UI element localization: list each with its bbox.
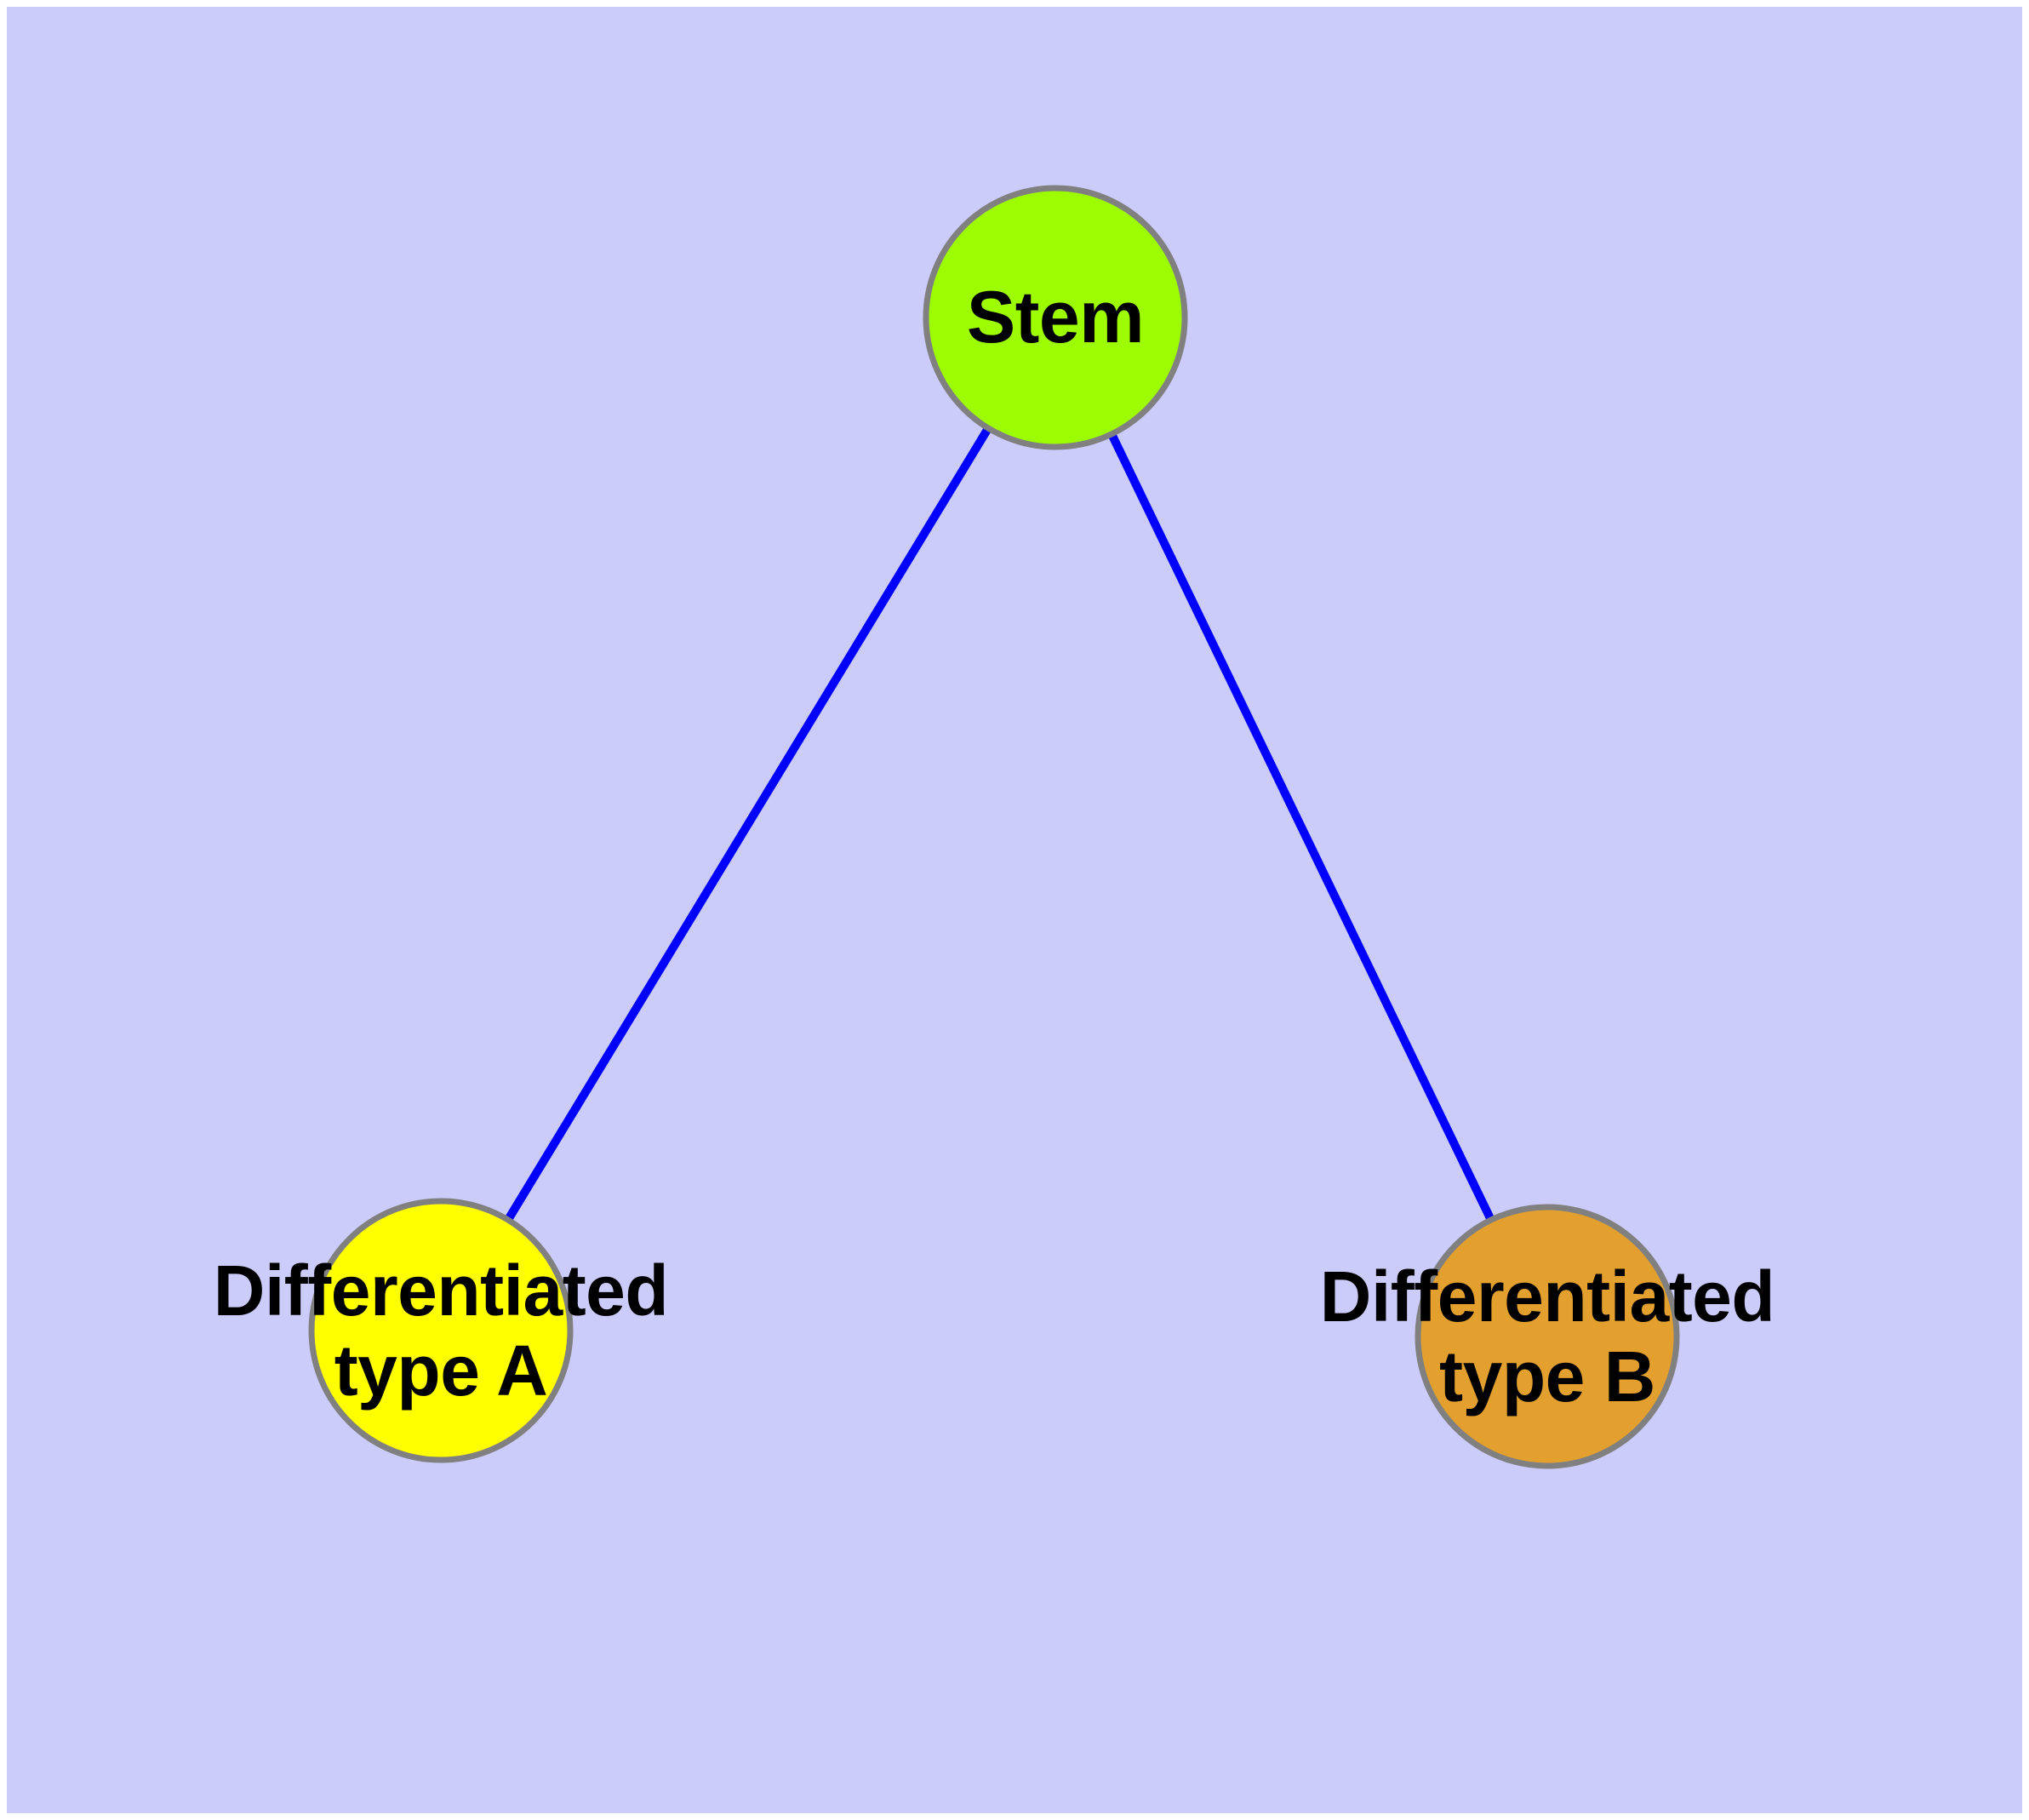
graph-edge-stem-to-a[interactable] (498, 415, 998, 1233)
graph-node-diff-type-b[interactable] (1415, 1204, 1680, 1469)
graph-node-stem[interactable] (923, 185, 1188, 450)
graph-node-diff-type-a[interactable] (308, 1198, 574, 1463)
graph-edge-stem-to-b[interactable] (1102, 421, 1500, 1233)
node-layer (308, 185, 1680, 1469)
graph-svg (308, 185, 1680, 1469)
edge-layer (498, 415, 1500, 1233)
